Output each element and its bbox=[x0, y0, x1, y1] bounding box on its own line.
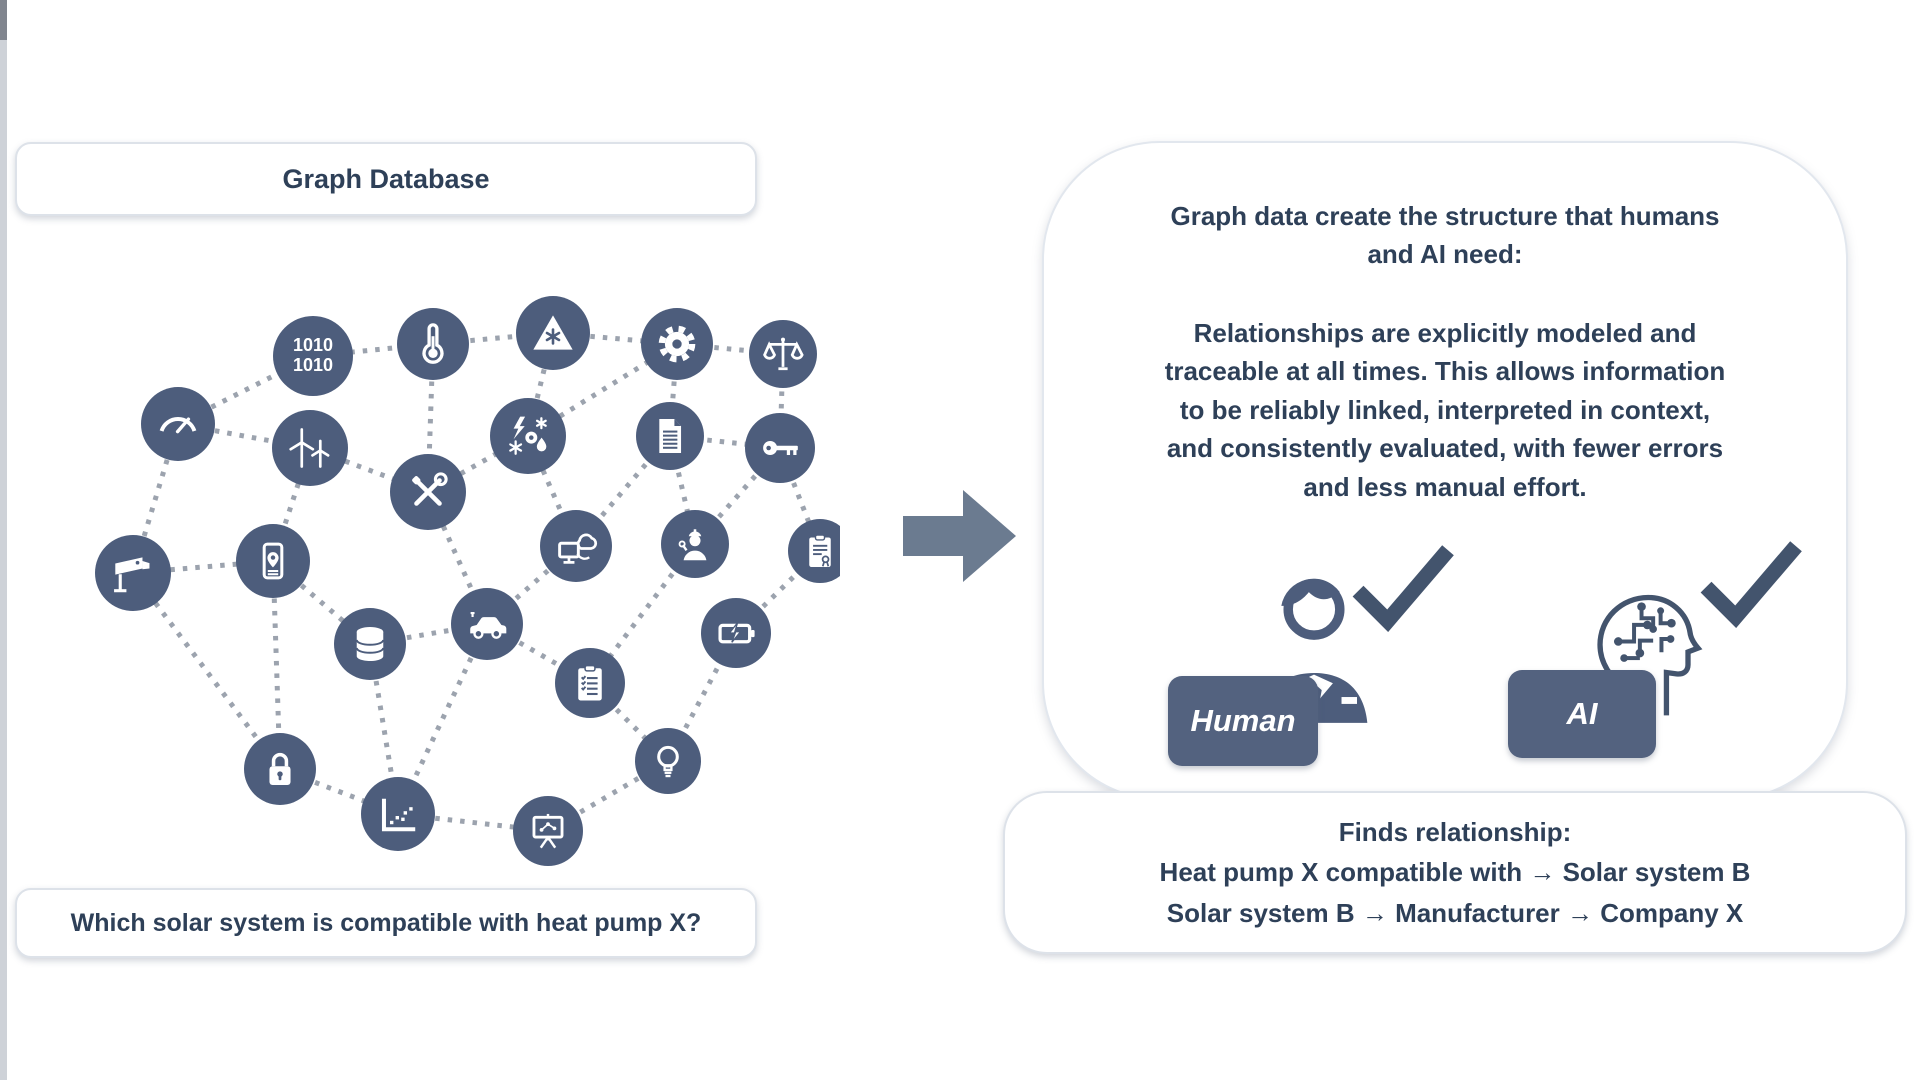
ai-label: AI bbox=[1508, 670, 1656, 758]
document-icon bbox=[659, 419, 682, 453]
wind-turbines-icon bbox=[289, 428, 330, 468]
presentation-icon bbox=[532, 813, 564, 849]
network-node-document bbox=[636, 402, 704, 470]
padlock-icon bbox=[269, 752, 291, 785]
flow-arrow-icon bbox=[903, 490, 1016, 582]
climate-energy-icon bbox=[509, 416, 547, 455]
network-node-electric-car bbox=[451, 588, 523, 660]
question-text: Which solar system is compatible with he… bbox=[70, 908, 702, 937]
graph-database-title: Graph Database bbox=[282, 163, 490, 194]
network-node-lightbulb bbox=[635, 728, 701, 794]
cctv-camera-icon bbox=[114, 557, 150, 593]
network-node-gear bbox=[641, 308, 713, 380]
key-icon bbox=[763, 440, 798, 456]
panel-body: Relationships are explicitly modeled and… bbox=[1164, 317, 1726, 502]
technician-icon bbox=[678, 529, 707, 561]
network-node-freeze-warning bbox=[516, 296, 590, 370]
cloud-computing-icon bbox=[558, 533, 598, 564]
tools-icon bbox=[412, 472, 448, 506]
electric-car-icon bbox=[470, 612, 507, 639]
question-box: Which solar system is compatible with he… bbox=[15, 888, 757, 958]
network-node-database bbox=[334, 608, 406, 680]
network-node-speedometer bbox=[141, 387, 215, 461]
battery-charging-icon bbox=[718, 622, 755, 644]
lightbulb-icon bbox=[657, 745, 679, 778]
network-node-cctv-camera bbox=[95, 535, 171, 611]
human-label: Human bbox=[1168, 676, 1318, 766]
network-node-climate-energy bbox=[490, 398, 566, 474]
network-node-wind-turbines bbox=[272, 410, 348, 486]
database-icon bbox=[355, 627, 385, 661]
checklist-icon bbox=[578, 664, 602, 701]
human-label-text: Human bbox=[1190, 703, 1296, 738]
finds-relationship-box: Finds relationship: Heat pump X compatib… bbox=[1003, 791, 1907, 954]
ai-checkmark-icon bbox=[1700, 541, 1802, 628]
panel-heading: Graph data create the structure that hum… bbox=[1170, 201, 1720, 270]
network-node-smartphone-location bbox=[236, 524, 310, 598]
graph-database-title-box: Graph Database bbox=[15, 142, 757, 216]
network-node-scales bbox=[749, 320, 817, 388]
network-node-key bbox=[745, 413, 815, 483]
network-node-scatter-chart bbox=[361, 777, 435, 851]
screen-edge-artifact bbox=[0, 0, 7, 1080]
network-node-technician bbox=[661, 510, 729, 578]
network-node-padlock bbox=[244, 733, 316, 805]
scatter-chart-icon bbox=[381, 798, 416, 832]
network-node-battery-charging bbox=[701, 598, 771, 668]
freeze-warning-icon bbox=[533, 315, 573, 350]
ai-head-icon bbox=[1597, 594, 1703, 716]
network-node-checklist bbox=[555, 648, 625, 718]
finds-relationship-text: Finds relationship: Heat pump X compatib… bbox=[1159, 817, 1751, 928]
speedometer-icon bbox=[159, 417, 197, 434]
network-node-certificate bbox=[788, 519, 840, 583]
scales-icon bbox=[763, 337, 804, 371]
network-edges bbox=[130, 330, 823, 834]
ai-label-text: AI bbox=[1566, 696, 1598, 731]
screen-edge-artifact-dark bbox=[0, 0, 7, 40]
network-node-presentation bbox=[513, 796, 583, 866]
thermometer-icon bbox=[422, 323, 444, 364]
network-node-cloud-computing bbox=[540, 510, 612, 582]
network-node-tools bbox=[390, 454, 466, 530]
certificate-icon bbox=[809, 534, 831, 567]
smartphone-location-icon bbox=[262, 542, 284, 580]
network-node-thermometer bbox=[397, 308, 469, 380]
human-checkmark-icon bbox=[1352, 545, 1454, 632]
